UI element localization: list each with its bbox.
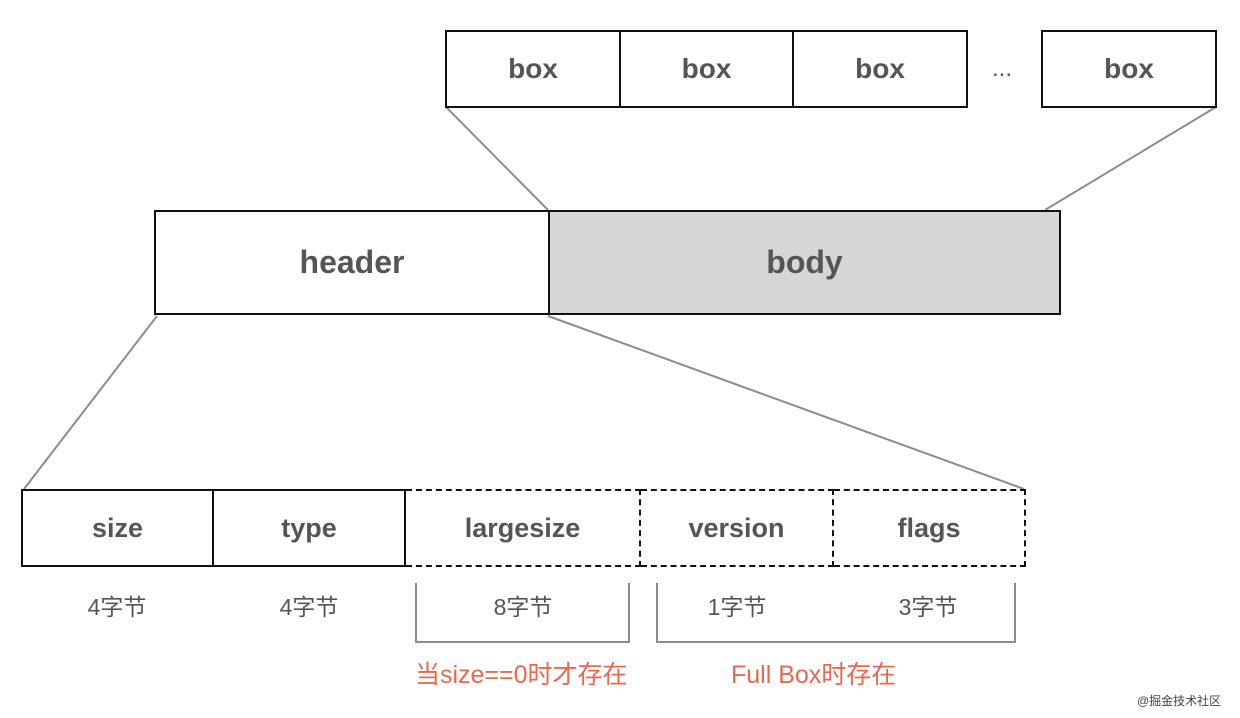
field-largesize: largesize xyxy=(406,489,641,567)
field-type: type xyxy=(214,489,406,567)
field-version: version xyxy=(641,489,834,567)
box-cell-last: box xyxy=(1041,30,1217,108)
connector-line xyxy=(23,315,158,490)
header-cell: header xyxy=(154,210,550,315)
box-label: box xyxy=(681,53,732,84)
connector-line xyxy=(547,315,1025,490)
field-label: type xyxy=(281,512,337,543)
field-largesize-bytes: 8字节 xyxy=(493,594,553,620)
largesize-condition-note: 当size==0时才存在 xyxy=(415,661,628,689)
box-label: box xyxy=(855,53,905,84)
watermark: @掘金技术社区 xyxy=(1137,694,1222,708)
field-label: largesize xyxy=(464,512,581,543)
largesize-bracket xyxy=(415,583,630,643)
field-type-bytes: 4字节 xyxy=(279,594,339,620)
field-flags-bytes: 3字节 xyxy=(898,594,958,620)
field-version-bytes: 1字节 xyxy=(707,594,767,620)
header-label: header xyxy=(299,244,405,280)
field-label: version xyxy=(688,512,785,543)
box-cell: box xyxy=(794,30,968,108)
field-flags: flags xyxy=(834,489,1026,567)
body-label: body xyxy=(766,244,843,280)
field-size-bytes: 4字节 xyxy=(87,594,147,620)
connector-line xyxy=(445,106,549,211)
box-cell: box xyxy=(445,30,621,108)
field-size: size xyxy=(21,489,214,567)
fullbox-bracket xyxy=(656,583,1016,643)
body-cell: body xyxy=(550,210,1061,315)
connector-line xyxy=(1044,106,1217,211)
ellipsis: ... xyxy=(992,55,1013,82)
field-label: flags xyxy=(897,512,961,543)
box-cell: box xyxy=(621,30,794,108)
box-label: box xyxy=(508,53,558,84)
box-label: box xyxy=(1104,53,1154,84)
fullbox-condition-note: Full Box时存在 xyxy=(731,661,897,689)
field-label: size xyxy=(91,512,144,543)
